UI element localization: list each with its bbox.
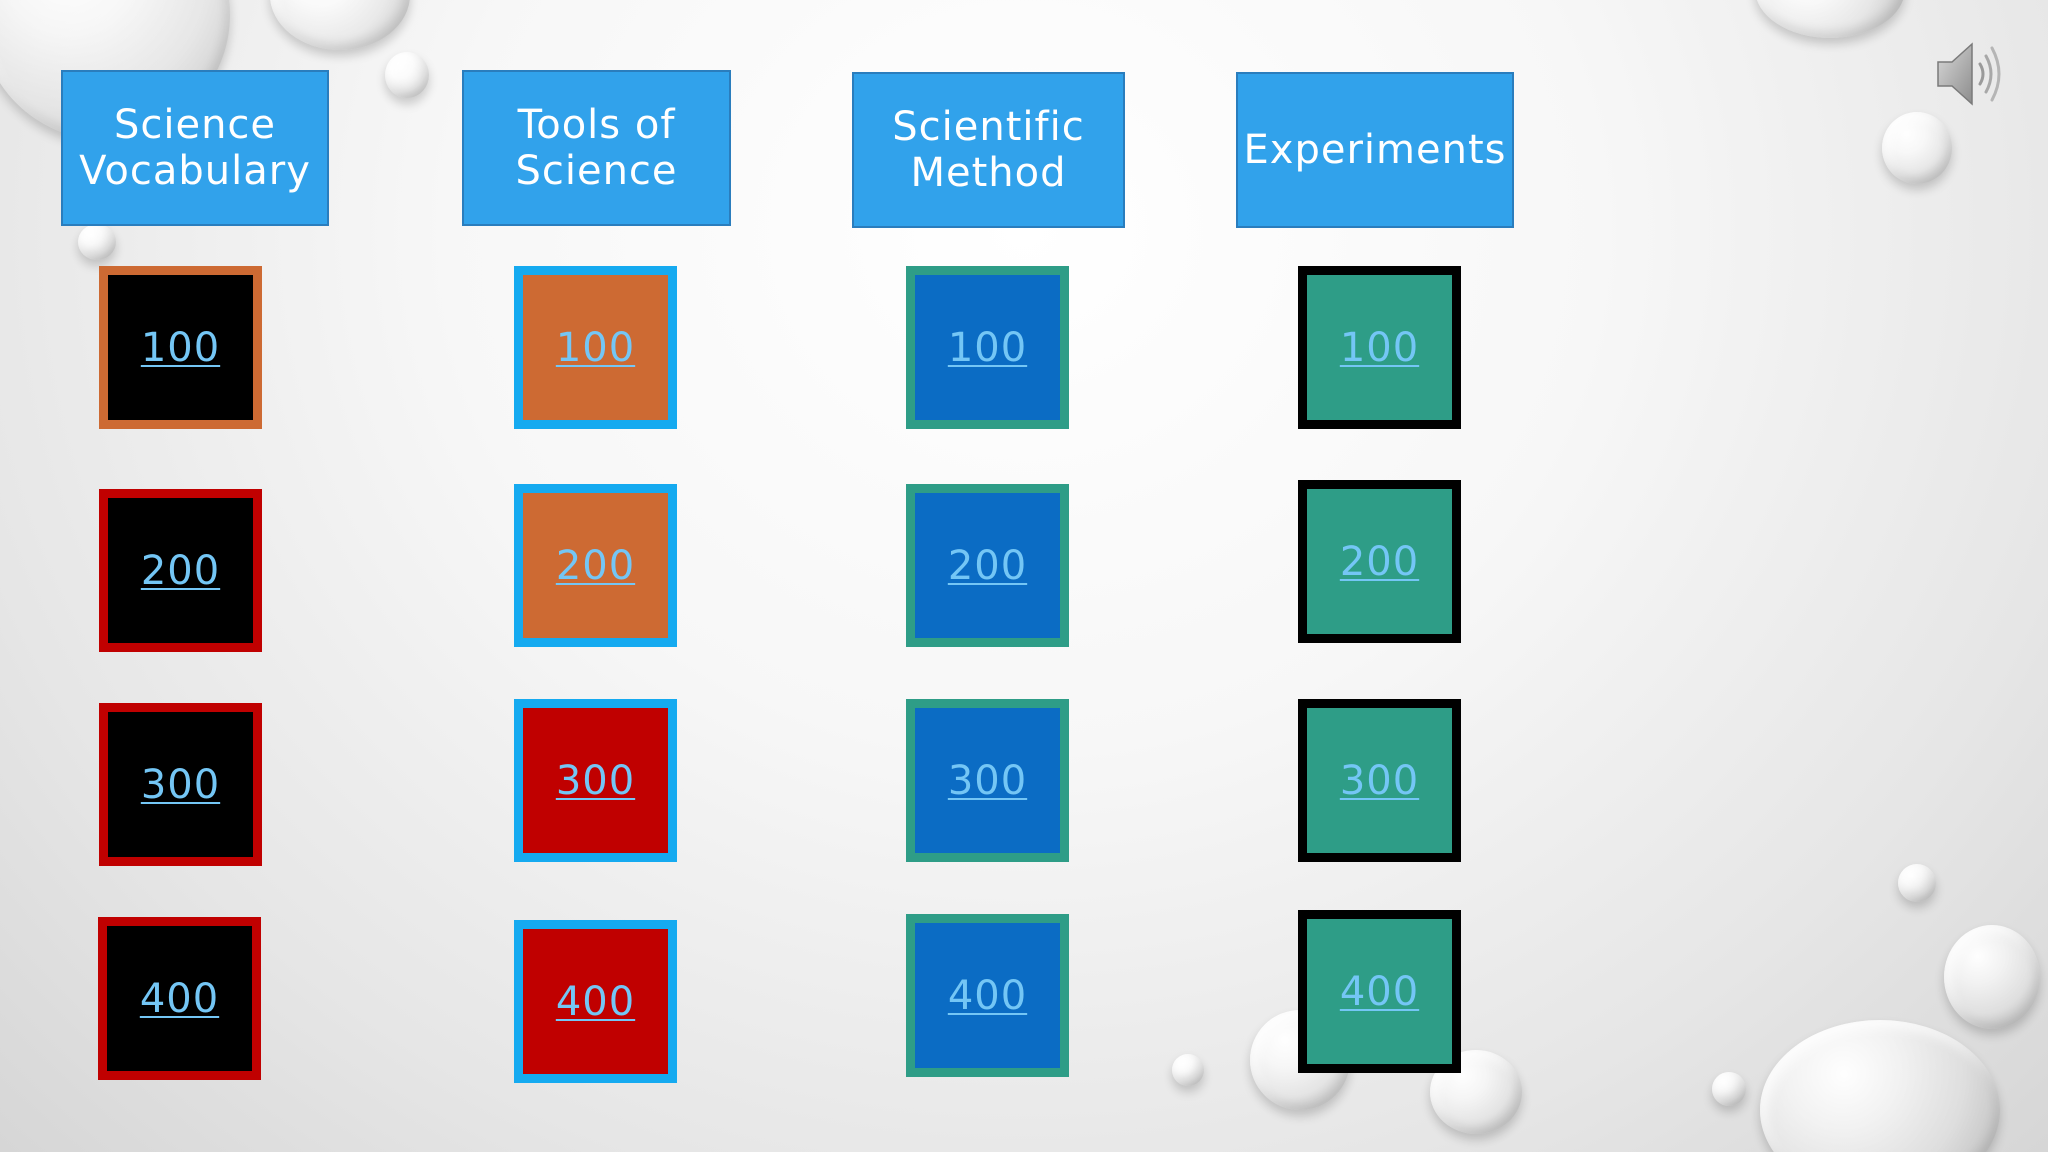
- tile-link-400[interactable]: 400: [555, 978, 636, 1025]
- tile-tools-of-science-300[interactable]: 300: [514, 699, 677, 862]
- tile-science-vocabulary-200[interactable]: 200: [99, 489, 262, 652]
- tile-link-400[interactable]: 400: [139, 975, 220, 1022]
- tile-link-300[interactable]: 300: [555, 757, 636, 804]
- tile-scientific-method-400[interactable]: 400: [906, 914, 1069, 1077]
- tile-link-100[interactable]: 100: [1339, 324, 1420, 371]
- tile-link-200[interactable]: 200: [947, 542, 1028, 589]
- tile-link-300[interactable]: 300: [140, 761, 221, 808]
- tile-link-100[interactable]: 100: [555, 324, 636, 371]
- tile-link-200[interactable]: 200: [555, 542, 636, 589]
- speaker-icon-graphic: [1937, 42, 2001, 106]
- tile-link-300[interactable]: 300: [1339, 757, 1420, 804]
- category-header-experiments: Experiments: [1236, 72, 1514, 228]
- tile-link-300[interactable]: 300: [947, 757, 1028, 804]
- tile-link-200[interactable]: 200: [1339, 538, 1420, 585]
- tile-tools-of-science-100[interactable]: 100: [514, 266, 677, 429]
- water-droplet-decoration: [78, 224, 116, 260]
- water-droplet-decoration: [1944, 925, 2040, 1029]
- water-droplet-decoration: [1760, 1020, 2000, 1152]
- tile-scientific-method-100[interactable]: 100: [906, 266, 1069, 429]
- water-droplet-decoration: [1755, 0, 1905, 38]
- tile-experiments-400[interactable]: 400: [1298, 910, 1461, 1073]
- tile-science-vocabulary-400[interactable]: 400: [98, 917, 261, 1080]
- tile-link-400[interactable]: 400: [947, 972, 1028, 1019]
- tile-link-100[interactable]: 100: [140, 324, 221, 371]
- water-droplet-decoration: [385, 52, 429, 98]
- speaker-icon[interactable]: [1934, 34, 2014, 114]
- category-header-tools-of-science: Tools of Science: [462, 70, 731, 226]
- tile-experiments-200[interactable]: 200: [1298, 480, 1461, 643]
- tile-science-vocabulary-100[interactable]: 100: [99, 266, 262, 429]
- tile-science-vocabulary-300[interactable]: 300: [99, 703, 262, 866]
- tile-link-400[interactable]: 400: [1339, 968, 1420, 1015]
- tile-tools-of-science-200[interactable]: 200: [514, 484, 677, 647]
- water-droplet-decoration: [1882, 112, 1952, 184]
- water-droplet-decoration: [1712, 1072, 1746, 1106]
- water-droplet-decoration: [1172, 1054, 1204, 1086]
- water-droplet-decoration: [1898, 864, 1936, 902]
- category-header-scientific-method: Scientific Method: [852, 72, 1125, 228]
- tile-link-100[interactable]: 100: [947, 324, 1028, 371]
- tile-link-200[interactable]: 200: [140, 547, 221, 594]
- tile-tools-of-science-400[interactable]: 400: [514, 920, 677, 1083]
- category-header-science-vocabulary: Science Vocabulary: [61, 70, 329, 226]
- tile-scientific-method-200[interactable]: 200: [906, 484, 1069, 647]
- water-droplet-decoration: [270, 0, 410, 50]
- tile-experiments-300[interactable]: 300: [1298, 699, 1461, 862]
- tile-scientific-method-300[interactable]: 300: [906, 699, 1069, 862]
- tile-experiments-100[interactable]: 100: [1298, 266, 1461, 429]
